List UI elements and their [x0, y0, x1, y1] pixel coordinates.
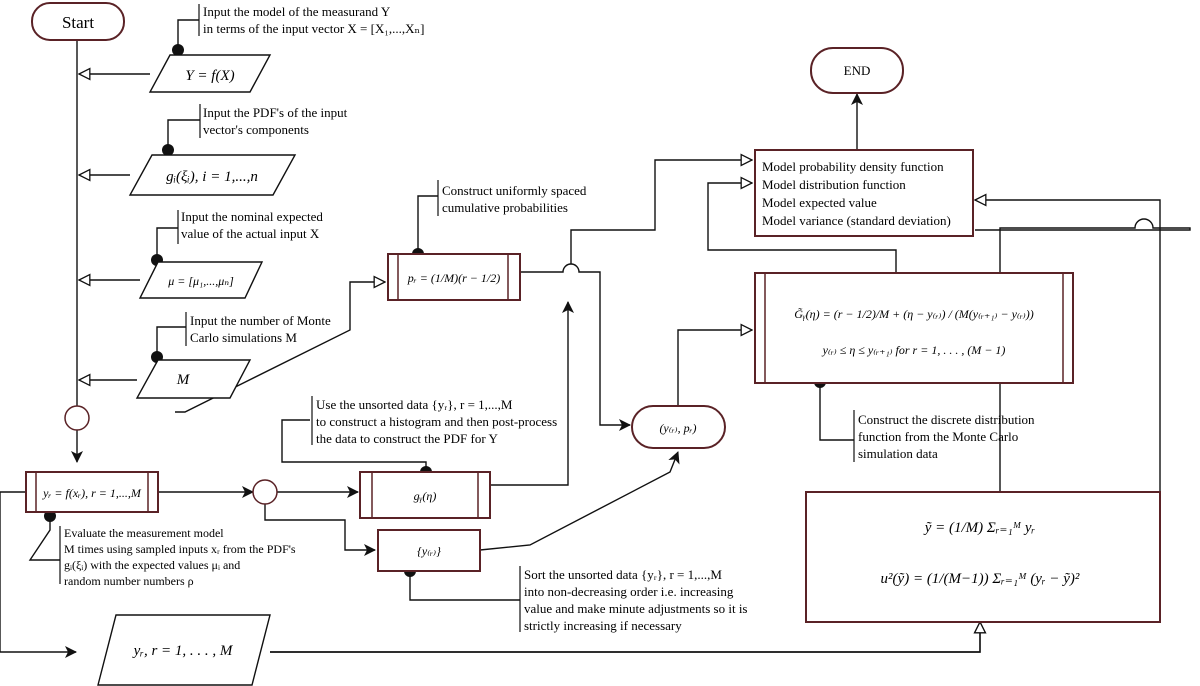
svg-text:into non-decreasing order i.e.: into non-decreasing order i.e. increasin… — [524, 584, 734, 599]
process-evaluate: yᵣ = f(xᵣ), r = 1,...,M — [25, 471, 159, 513]
note-nominal-input: Input the nominal expected value of the … — [177, 209, 323, 244]
svg-text:Construct uniformly spaced: Construct uniformly spaced — [442, 183, 587, 198]
input-pdf: gᵢ(ξᵢ), i = 1,...,n — [128, 154, 297, 196]
connector-lines — [0, 19, 1191, 658]
svg-text:M: M — [176, 372, 191, 388]
svg-text:Input the model of the measura: Input the model of the measurand Y — [203, 4, 391, 19]
svg-text:Model probability density func: Model probability density function — [762, 159, 944, 174]
svg-text:yᵣ = f(xᵣ), r = 1,...,M: yᵣ = f(xᵣ), r = 1,...,M — [42, 486, 142, 500]
svg-text:END: END — [844, 63, 871, 78]
note-cumulative: Construct uniformly spaced cumulative pr… — [437, 180, 587, 216]
svg-text:Model variance (standard devia: Model variance (standard deviation) — [762, 213, 951, 228]
output-yr: yᵣ, r = 1, . . . , M — [97, 614, 271, 686]
svg-text:Use the unsorted data {yᵣ}, r: Use the unsorted data {yᵣ}, r = 1,...,M — [316, 397, 513, 412]
note-pdf-input: Input the PDF's of the input vector's co… — [199, 104, 348, 138]
svg-text:Model distribution function: Model distribution function — [762, 177, 906, 192]
process-pair: (y₍ᵣ₎, pᵣ) — [631, 405, 726, 449]
gtilde-box: G̃ᵧ(η) = (r − 1/2)/M + (η − y₍ᵣ₎) / (M(y… — [754, 272, 1074, 384]
svg-text:u²(ỹ) = (1/(M−1)) Σᵣ₌₁ᴹ (yᵣ −: u²(ỹ) = (1/(M−1)) Σᵣ₌₁ᴹ (yᵣ − ỹ)² — [881, 571, 1080, 587]
svg-text:Start: Start — [62, 13, 94, 32]
end-terminal: END — [810, 47, 904, 94]
svg-text:to construct a histogram and t: to construct a histogram and then post-p… — [316, 414, 557, 429]
connector-stats — [270, 622, 980, 653]
svg-text:y₍ᵣ₎ ≤ η ≤ y₍ᵣ₊₁₎ for r = 1,: y₍ᵣ₎ ≤ η ≤ y₍ᵣ₊₁₎ for r = 1, . . . , (M … — [822, 343, 1006, 357]
model-box: Model probability density function Model… — [754, 149, 974, 237]
stats-box: ỹ = (1/M) Σᵣ₌₁ᴹ yᵣ u²(ỹ) = (1/(M−1)) Σᵣ₌… — [805, 491, 1161, 623]
note-sort: Sort the unsorted data {yᵣ}, r = 1,...,M… — [519, 566, 748, 633]
note-mc-input: Input the number of Monte Carlo simulati… — [185, 312, 331, 346]
input-model: Y = f(X) — [148, 54, 272, 93]
svg-text:Sort the unsorted data {yᵣ}, r: Sort the unsorted data {yᵣ}, r = 1,...,M — [524, 567, 722, 582]
note-unsorted-hist: Use the unsorted data {yᵣ}, r = 1,...,M … — [311, 396, 557, 446]
svg-text:gᵢ(ξᵢ) with the expected value: gᵢ(ξᵢ) with the expected values μᵢ and — [64, 558, 240, 572]
svg-text:Carlo simulations M: Carlo simulations M — [190, 330, 297, 345]
svg-text:in terms of the input vector X: in terms of the input vector X = [X₁,...… — [203, 21, 424, 36]
svg-text:Y = f(X): Y = f(X) — [185, 68, 234, 84]
svg-text:Construct the discrete distrib: Construct the discrete distribution — [858, 412, 1035, 427]
process-gy: gᵧ(η) — [359, 471, 491, 519]
svg-text:the data to construct the PDF: the data to construct the PDF for Y — [316, 431, 498, 446]
svg-text:strictly increasing if necessa: strictly increasing if necessary — [524, 618, 682, 633]
svg-text:cumulative probabilities: cumulative probabilities — [442, 200, 568, 215]
input-m: M — [135, 359, 252, 399]
svg-text:Evaluate the measurement model: Evaluate the measurement model — [64, 526, 224, 540]
svg-text:μ = [μ₁,...,μₙ]: μ = [μ₁,...,μₙ] — [167, 274, 234, 288]
svg-text:Input the number of Monte: Input the number of Monte — [190, 313, 331, 328]
process-pr: pᵣ = (1/M)(r − 1/2) — [387, 253, 521, 301]
svg-text:gᵧ(η): gᵧ(η) — [414, 489, 437, 503]
svg-text:Input the nominal expected: Input the nominal expected — [181, 209, 323, 224]
svg-text:simulation data: simulation data — [858, 446, 938, 461]
svg-text:M times using sampled inputs x: M times using sampled inputs xᵣ from the… — [64, 542, 296, 556]
start-terminal: Start — [31, 2, 125, 41]
note-discrete: Construct the discrete distribution func… — [853, 410, 1035, 462]
note-evaluate: Evaluate the measurement model M times u… — [59, 526, 296, 588]
svg-text:random number numbers ρ: random number numbers ρ — [64, 574, 194, 588]
svg-text:yᵣ, r = 1, . . . , M: yᵣ, r = 1, . . . , M — [132, 643, 234, 659]
connector-circle-split — [252, 479, 278, 505]
svg-text:Model expected value: Model expected value — [762, 195, 877, 210]
svg-text:ỹ = (1/M) Σᵣ₌₁ᴹ yᵣ: ỹ = (1/M) Σᵣ₌₁ᴹ yᵣ — [923, 520, 1036, 536]
svg-text:vector's components: vector's components — [203, 122, 309, 137]
connector-circle-spine — [64, 405, 90, 431]
svg-text:gᵢ(ξᵢ), i = 1,...,n: gᵢ(ξᵢ), i = 1,...,n — [166, 169, 258, 185]
svg-text:value and make minute adjustme: value and make minute adjustments so it … — [524, 601, 748, 616]
svg-text:value of the actual input X: value of the actual input X — [181, 226, 320, 241]
svg-text:function from the Monte Carlo: function from the Monte Carlo — [858, 429, 1018, 444]
svg-text:G̃ᵧ(η) = (r − 1/2)/M + (η − y₍: G̃ᵧ(η) = (r − 1/2)/M + (η − y₍ᵣ₎) / (M(y… — [794, 307, 1033, 321]
svg-text:pᵣ = (1/M)(r − 1/2): pᵣ = (1/M)(r − 1/2) — [407, 271, 500, 285]
process-sorted: {y₍ᵣ₎} — [377, 529, 481, 572]
svg-text:(y₍ᵣ₎, pᵣ): (y₍ᵣ₎, pᵣ) — [659, 421, 696, 435]
input-mu: μ = [μ₁,...,μₙ] — [138, 261, 264, 299]
svg-text:Input the PDF's of the input: Input the PDF's of the input — [203, 105, 348, 120]
note-model-input: Input the model of the measurand Y in te… — [198, 4, 424, 36]
svg-text:{y₍ᵣ₎}: {y₍ᵣ₎} — [417, 544, 441, 558]
